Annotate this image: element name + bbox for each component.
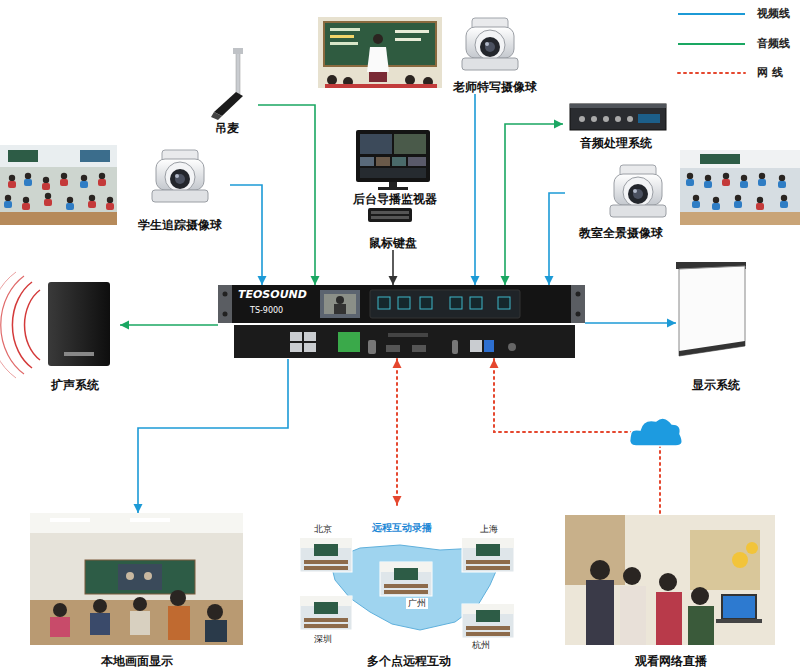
node-label: 音频处理系统 — [580, 136, 652, 150]
node-label: 多个点远程互动 — [367, 654, 451, 668]
arrow-head — [258, 276, 267, 285]
map-label: 远程互动录播 — [370, 522, 434, 533]
arrow-head — [545, 276, 554, 285]
camera-node: 教室全景摄像球 — [565, 165, 677, 240]
legend-text: 网 线 — [757, 66, 783, 79]
photo-node: 本地画面显示 — [30, 513, 243, 668]
arrow-head — [134, 504, 143, 513]
connector — [505, 124, 563, 285]
camera-node: 老师特写摄像球 — [440, 12, 550, 94]
connector — [474, 94, 476, 285]
node-label: 扩声系统 — [51, 378, 99, 392]
arrow-head — [490, 359, 499, 368]
monitor-node: 后台导播监视器 — [340, 128, 450, 206]
cloud-icon — [630, 418, 683, 446]
connector — [230, 185, 262, 285]
legend-text: 视频线 — [757, 7, 790, 20]
photo-node: 观看网络直播 — [565, 513, 777, 668]
node-label: 本地画面显示 — [101, 654, 173, 668]
arrow-head — [471, 276, 480, 285]
keyboard-node: 鼠标键盘 — [355, 206, 431, 250]
connector — [585, 322, 676, 324]
screen-node: 显示系统 — [676, 262, 756, 392]
arrow-head — [667, 319, 676, 328]
node-label: TEOSOUND — [238, 288, 307, 302]
connector — [138, 359, 288, 513]
map-label: 上海 — [478, 524, 500, 535]
mic-node: 吊麦 — [196, 45, 258, 135]
arrow-head — [554, 120, 563, 129]
arrow-head — [393, 359, 402, 368]
map-label: 北京 — [312, 524, 334, 535]
arrow-head — [311, 276, 320, 285]
arrow-head — [393, 496, 402, 505]
legend-text: 音频线 — [757, 37, 790, 50]
node-label: TS-9000 — [250, 304, 283, 318]
connector — [549, 193, 565, 285]
node-label: 老师特写摄像球 — [453, 80, 537, 94]
arrow-head — [120, 321, 129, 330]
arrow-head — [501, 276, 510, 285]
audio-node: 音频处理系统 — [563, 100, 668, 150]
node-label: 教室全景摄像球 — [579, 226, 663, 240]
node-label: 后台导播监视器 — [353, 192, 437, 206]
map-label: 深圳 — [312, 634, 334, 645]
map-label: 杭州 — [470, 640, 492, 651]
speaker-node: 扩声系统 — [30, 278, 120, 392]
connector — [396, 359, 398, 505]
device-node: TEOSOUND TS-9000 — [218, 285, 585, 359]
node-label: 学生追踪摄像球 — [138, 218, 222, 232]
node-label: 显示系统 — [692, 378, 740, 392]
connector — [120, 324, 218, 326]
arrow-head — [389, 276, 398, 285]
map-label: 广州 — [406, 598, 428, 609]
node-label: 吊麦 — [215, 121, 239, 135]
node-label: 观看网络直播 — [635, 654, 707, 668]
connector — [258, 105, 315, 285]
node-label: 鼠标键盘 — [369, 236, 417, 250]
camera-node: 学生追踪摄像球 — [130, 150, 230, 232]
